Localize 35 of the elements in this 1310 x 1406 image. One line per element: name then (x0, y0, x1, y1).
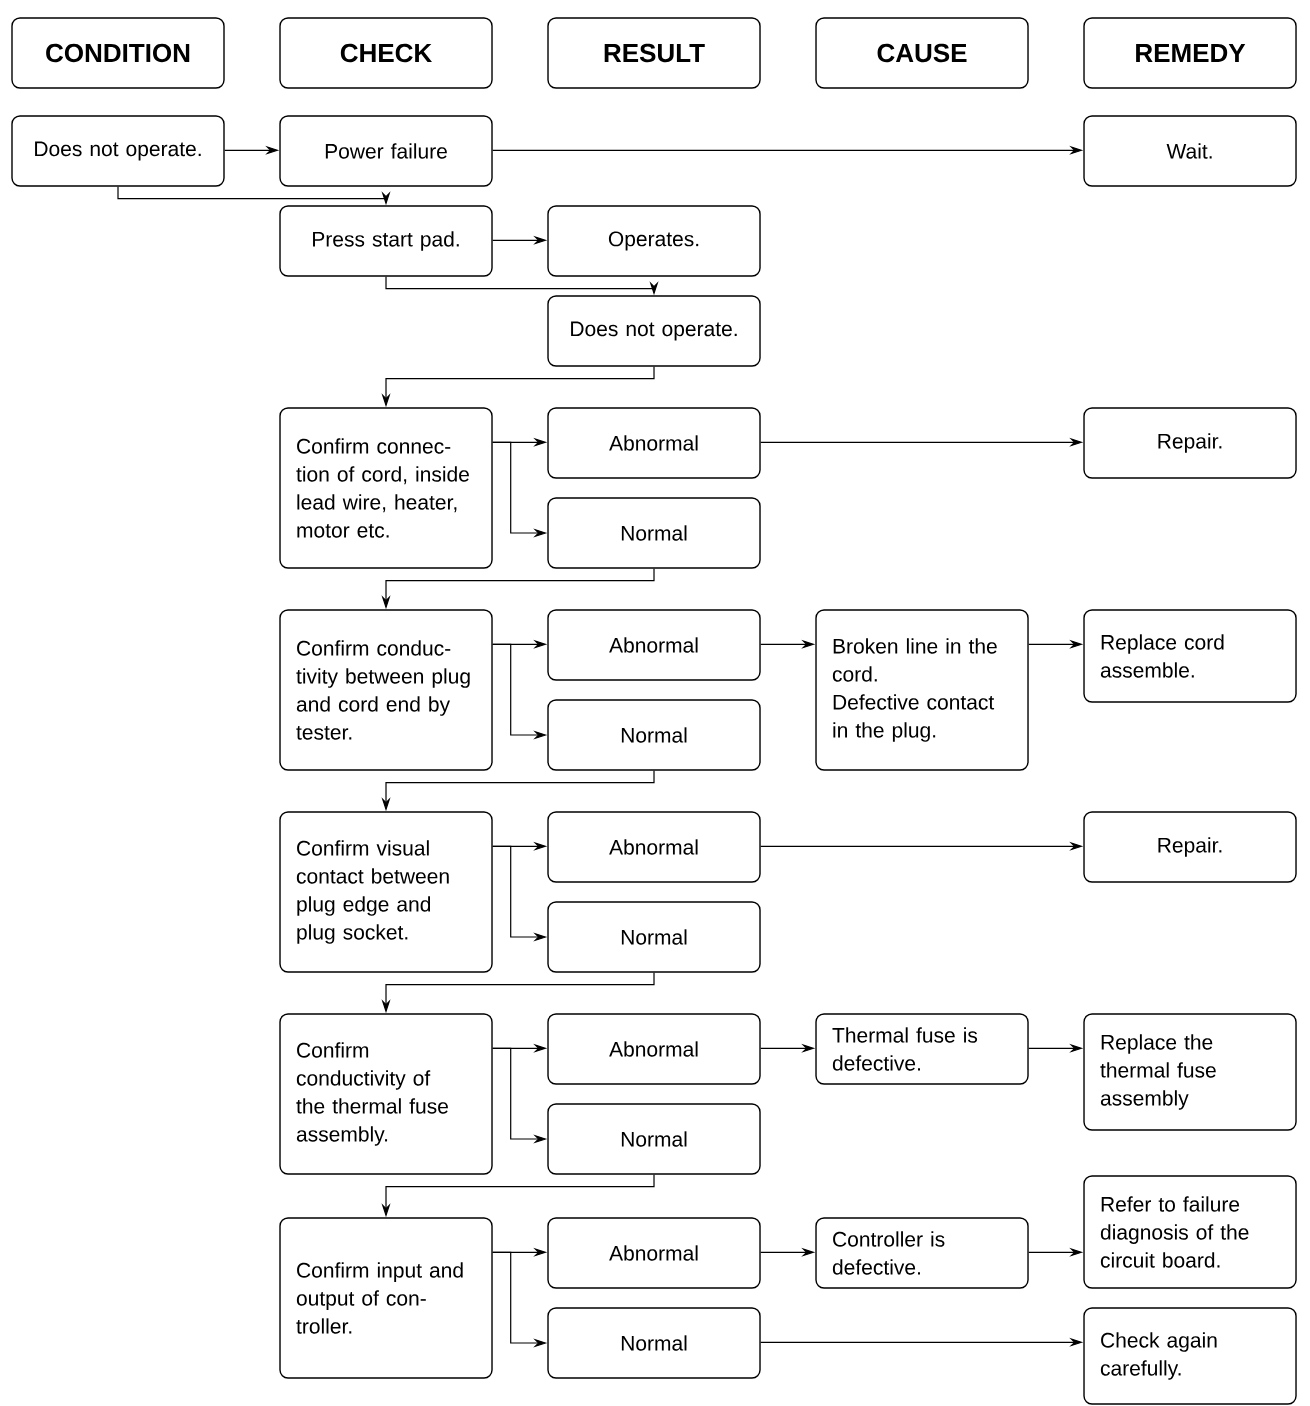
flow-box: Normal (547, 699, 761, 771)
flow-box: Press start pad. (279, 205, 493, 277)
flow-box: Abnormal (547, 1013, 761, 1085)
column-header: CAUSE (815, 17, 1029, 89)
flow-box: Normal (547, 1307, 761, 1379)
flow-box: Power failure (279, 115, 493, 187)
flow-box: Confirm conductivity of the thermal fuse assembly. (279, 1013, 493, 1175)
flow-box: Replace the thermal fuse assembly (1083, 1013, 1297, 1131)
flow-box: Repair. (1083, 811, 1297, 883)
flow-box: Confirm visual contact between plug edge and plug socket. (279, 811, 493, 973)
flow-box: Does not operate. (547, 295, 761, 367)
flow-box: Replace cord assemble. (1083, 609, 1297, 703)
column-header: RESULT (547, 17, 761, 89)
flow-box: Confirm connec- tion of cord, inside lead wire, heater, motor etc. (279, 407, 493, 569)
flow-box: Normal (547, 901, 761, 973)
flow-box: Operates. (547, 205, 761, 277)
flow-box: Broken line in the cord. Defective contact in the plug. (815, 609, 1029, 771)
flow-box: Repair. (1083, 407, 1297, 479)
column-header: CHECK (279, 17, 493, 89)
flow-box: Confirm input and output of con- troller. (279, 1217, 493, 1379)
flow-box: Confirm conduc- tivity between plug and cord end by tester. (279, 609, 493, 771)
flow-box: Thermal fuse is defective. (815, 1013, 1029, 1085)
column-header: CONDITION (11, 17, 225, 89)
flow-box: Abnormal (547, 811, 761, 883)
flow-box: Check again carefully. (1083, 1307, 1297, 1405)
flow-box: Abnormal (547, 1217, 761, 1289)
flow-box: Controller is defective. (815, 1217, 1029, 1289)
flow-box: Does not operate. (11, 115, 225, 187)
flow-box: Normal (547, 497, 761, 569)
flow-box: Wait. (1083, 115, 1297, 187)
column-header: REMEDY (1083, 17, 1297, 89)
flow-box: Abnormal (547, 407, 761, 479)
flow-box: Abnormal (547, 609, 761, 681)
flow-box: Normal (547, 1103, 761, 1175)
flow-box: Refer to failure diagnosis of the circuit board. (1083, 1175, 1297, 1289)
